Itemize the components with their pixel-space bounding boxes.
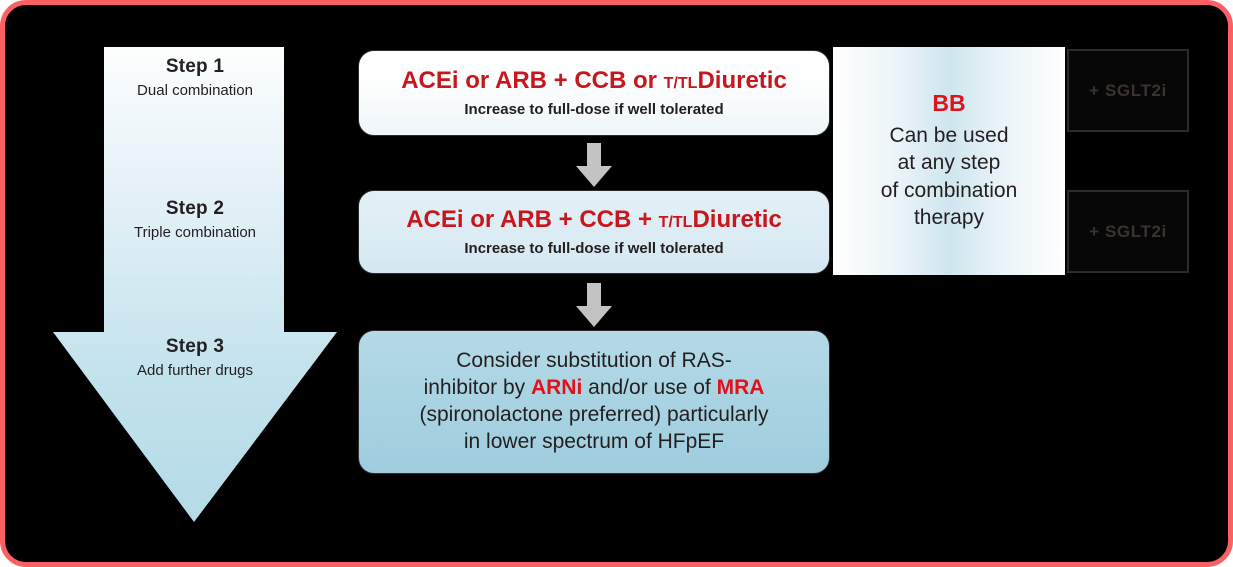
treatment-box-1-main-suffix: Diuretic [697,66,787,94]
down-arrow-icon-1 [576,143,612,187]
step-2-title: Step 2 [165,198,225,219]
treatment-box-1-main: ACEi or ARB + CCB or T/TLDiuretic [401,67,787,95]
bb-line-1: Can be used [889,124,1009,148]
step-3-subtitle: Add further drugs [137,361,253,379]
treatment-box-2-subscript: T/TL [658,213,693,231]
treatment-box-step-2: ACEi or ARB + CCB + T/TLDiuretic Increas… [358,190,830,274]
sglt2i-label-2: + SGLT2i [1089,221,1167,241]
sglt2i-box-2: + SGLT2i [1067,190,1189,273]
step-2-label: Step 2 Triple combination [104,198,286,243]
treatment-box-3-line-2a: inhibitor by [423,376,531,400]
treatment-box-step-1: ACEi or ARB + CCB or T/TLDiuretic Increa… [358,50,830,136]
treatment-box-2-sub: Increase to full-dose if well tolerated [464,240,724,258]
treatment-box-3-line-1: Consider substitution of RAS- [456,349,732,373]
treatment-box-3-mra: MRA [716,376,765,400]
step-3-title: Step 3 [165,336,225,357]
treatment-box-1-sub: Increase to full-dose if well tolerated [464,101,724,119]
treatment-box-3-body: Consider substitution of RAS- inhibitor … [406,348,783,456]
treatment-box-1-subscript: T/TL [663,74,698,92]
sglt2i-label-1: + SGLT2i [1089,80,1167,100]
sglt2i-box-1: + SGLT2i [1067,49,1189,132]
down-arrow-icon-2 [576,283,612,327]
treatment-box-3-line-2b: and/or use of [582,376,717,400]
step-3-label: Step 3 Add further drugs [104,336,286,381]
treatment-box-3-arni: ARNi [530,376,583,400]
treatment-box-step-3: Consider substitution of RAS- inhibitor … [358,330,830,474]
bb-line-3: of combination [880,178,1018,202]
treatment-box-2-main-suffix: Diuretic [692,205,782,233]
beta-blocker-panel: BB Can be used at any step of combinatio… [833,47,1065,275]
treatment-box-3-line-4: in lower spectrum of HFpEF [463,429,725,453]
treatment-box-2-main: ACEi or ARB + CCB + T/TLDiuretic [406,206,782,234]
bb-line-4: therapy [913,205,985,229]
step-2-subtitle: Triple combination [134,223,256,241]
step-progression-arrow: Step 1 Dual combination Step 2 Triple co… [53,47,337,522]
bb-description: Can be used at any step of combination t… [881,122,1018,231]
treatment-box-1-main-prefix: ACEi or ARB + CCB or [401,66,664,94]
treatment-box-2-main-prefix: ACEi or ARB + CCB + [406,205,659,233]
treatment-box-3-line-3: (spironolactone preferred) particularly [419,403,769,426]
step-1-label: Step 1 Dual combination [104,56,286,101]
bb-line-2: at any step [897,151,1001,175]
step-1-subtitle: Dual combination [137,81,253,99]
bb-title: BB [932,89,966,116]
step-1-title: Step 1 [165,56,225,77]
